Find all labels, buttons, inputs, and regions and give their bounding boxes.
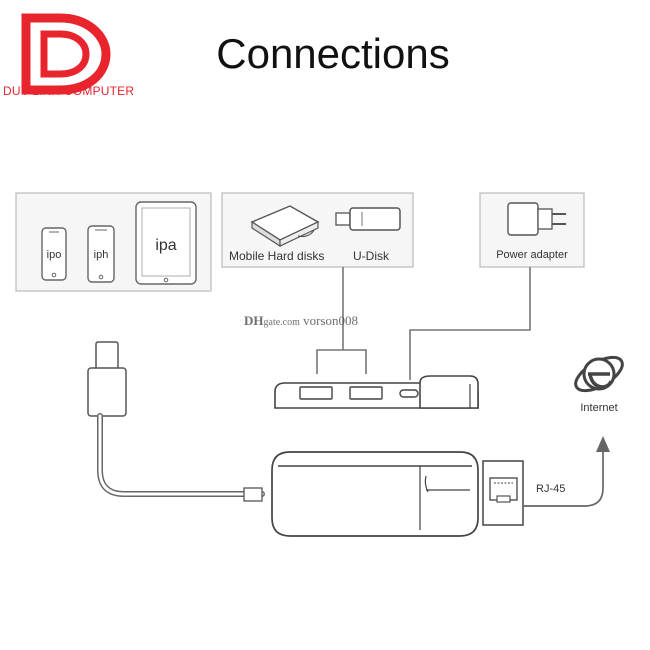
hard-disk-label: Mobile Hard disks (229, 249, 324, 263)
usb-port-1 (299, 386, 333, 400)
lightning-cable (87, 341, 265, 502)
rj45-port-icon (482, 460, 524, 526)
duy-linh-logo (21, 13, 111, 95)
usb-drive-icon (335, 207, 401, 231)
usbc-port (399, 389, 419, 398)
internet-arrow (523, 436, 610, 507)
tablet-icon (135, 201, 197, 285)
power-adapter-box: Power adapter (479, 192, 585, 268)
watermark: DHgate.com vorson008 (244, 313, 358, 329)
tablet-label: ipa (155, 237, 176, 254)
ethernet-adapter (271, 451, 479, 537)
usb-port-2 (349, 386, 383, 400)
power-adapter-label: Power adapter (496, 249, 568, 261)
phone-2-label: iph (94, 249, 109, 261)
udisk-label: U-Disk (353, 249, 390, 263)
watermark-text: vorson008 (303, 313, 359, 328)
phone-1-icon (41, 227, 67, 281)
internet-label: Internet (580, 402, 617, 414)
dhgate-logo: DH (244, 313, 264, 328)
power-plug-icon (507, 202, 566, 236)
brand-name: DUY LINH COMPUTER (3, 84, 135, 98)
connection-lines (316, 267, 531, 380)
hard-disk-icon (250, 205, 320, 248)
usb-hub-body (274, 375, 479, 409)
rj45-label: RJ-45 (536, 483, 565, 495)
storage-box: Mobile Hard disks U-Disk (221, 192, 414, 268)
phone-1-label: ipo (47, 249, 62, 261)
phone-2-icon (87, 225, 115, 283)
internet-explorer-icon (574, 355, 624, 393)
dhgate-logo-suffix: gate.com (263, 317, 300, 328)
apple-devices-box: ipo iph ipa (15, 192, 212, 292)
page-title: Connections (216, 30, 450, 77)
